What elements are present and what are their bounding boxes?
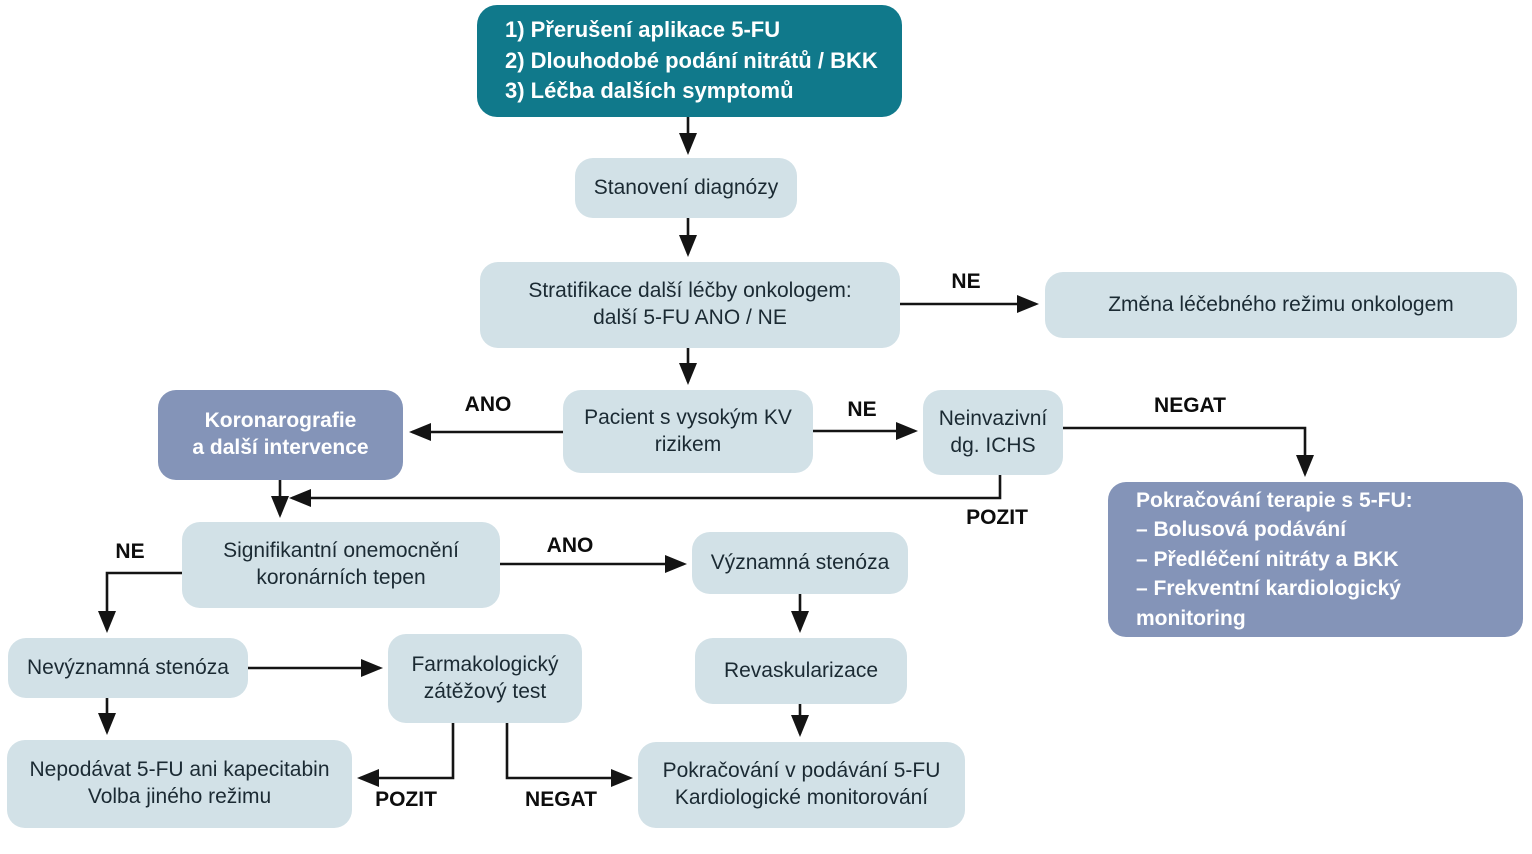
edge-label-ne-mid: NE [847,398,877,421]
box-noninvasive-dg: Neinvazivní dg. ICHS [923,390,1063,475]
connector-noninvasive-to-continue-therapy [1063,426,1314,477]
edge-label-pozit-mid: POZIT [966,506,1028,529]
box-regimen-change: Změna léčebného režimu onkologem [1045,272,1517,338]
edge-label-ano-mid: ANO [464,393,512,416]
edge-label-pozit-bottom: POZIT [375,788,437,811]
edge-label-ano-bottom: ANO [546,534,594,557]
box-coronarography: Koronarografie a další intervence [158,390,403,480]
box-significant-stenosis: Významná stenóza [692,532,908,594]
box-diagnosis: Stanovení diagnózy [575,158,797,218]
box-insignificant-stenosis: Nevýznamná stenóza [8,638,248,698]
edge-label-ne-top: NE [951,270,981,293]
box-high-risk-patient: Pacient s vysokým KV rizikem [563,390,813,473]
box-significant-cad: Signifikantní onemocnění koronárních tep… [182,522,500,608]
box-continue-therapy-5fu: Pokračování terapie s 5-FU: – Bolusová p… [1108,482,1523,637]
edge-label-ne-left: NE [115,540,145,563]
box-pharmacological-stress-test: Farmakologický zátěžový test [388,634,582,723]
box-no-5fu-capecitabine: Nepodávat 5-FU ani kapecitabin Volba jin… [7,740,352,828]
connector-stress-test-pozit-to-no-5fu [357,723,455,787]
edge-label-negat-top: NEGAT [1154,394,1226,417]
box-revascularization: Revaskularizace [695,638,907,704]
box-stratification: Stratifikace další léčby onkologem: dalš… [480,262,900,348]
edge-label-negat-bottom: NEGAT [525,788,597,811]
connector-significant-cad-to-insignificant [98,571,182,633]
box-interrupt-5fu: 1) Přerušení aplikace 5-FU 2) Dlouhodobé… [477,5,902,117]
connector-stress-test-negat-to-continue-monitoring [505,723,633,787]
box-continue-5fu-monitoring: Pokračování v podávání 5-FU Kardiologick… [638,742,965,828]
connector-noninvasive-pozit-return [289,475,1002,507]
